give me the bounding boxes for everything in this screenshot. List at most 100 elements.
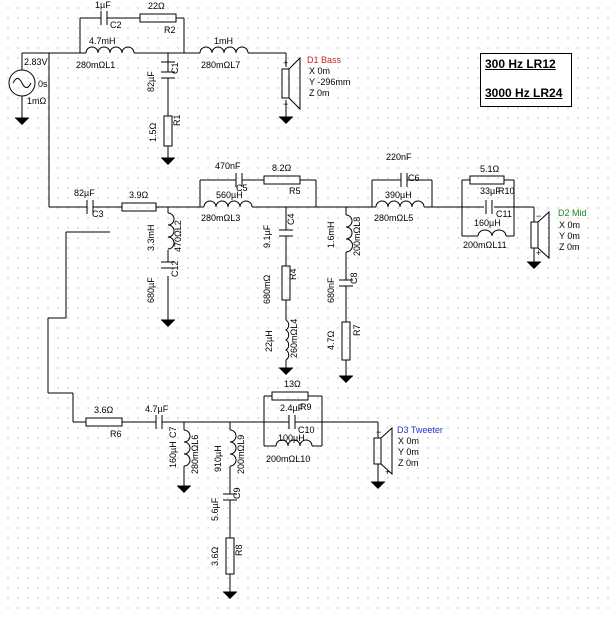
d1-x: X 0m	[309, 66, 330, 76]
resistor-r6[interactable]	[85, 417, 123, 427]
capacitor-c9[interactable]	[223, 484, 237, 501]
d2-z: Z 0m	[559, 242, 580, 252]
l7-name: 280mΩL7	[201, 60, 240, 70]
c2-name: C2	[110, 20, 122, 30]
ground-symbol	[223, 591, 237, 599]
ground-symbol	[371, 481, 385, 489]
capacitor-c7[interactable]	[152, 415, 166, 429]
title-box	[480, 53, 572, 107]
c6-value: 220nF	[386, 152, 412, 162]
l6-value: 160µH	[168, 441, 178, 468]
r2-name: R2	[164, 25, 176, 35]
l1-name: 280mΩL1	[76, 60, 115, 70]
l9-value: 910µH	[213, 445, 223, 472]
inductor-l8[interactable]	[345, 214, 353, 253]
l8-value: 1.6mH	[326, 221, 336, 248]
inductor-l10[interactable]	[275, 439, 313, 447]
c11-value: 33µF	[480, 186, 501, 196]
svg-text:+: +	[283, 58, 288, 68]
l4-value: 22µH	[264, 330, 274, 352]
resistor-r5[interactable]	[263, 175, 301, 185]
speaker-d2-mid[interactable]: − +	[530, 210, 550, 260]
capacitor-c3[interactable]	[82, 200, 98, 214]
capacitor-c10[interactable]	[286, 415, 298, 429]
r2-value: 22Ω	[148, 1, 165, 11]
inductor-l7[interactable]	[199, 46, 249, 54]
r9-name: R9	[300, 402, 312, 412]
capacitor-c12[interactable]	[161, 261, 175, 269]
svg-text:−: −	[536, 211, 541, 221]
wire-tweeter	[47, 231, 379, 592]
speaker-d1-bass[interactable]: + −	[281, 56, 301, 111]
d1-y: Y -296mm	[309, 77, 350, 87]
r4-value: 680mΩ	[262, 274, 272, 304]
r1-name: R1	[172, 114, 182, 126]
capacitor-c11[interactable]	[485, 200, 493, 214]
d3-z: Z 0m	[398, 458, 419, 468]
l6-name: 280mΩL6	[190, 435, 200, 474]
l3-value: 560µH	[216, 190, 243, 200]
c11-name: C11	[496, 209, 512, 219]
capacitor-c4[interactable]	[279, 224, 293, 237]
d1-z: Z 0m	[309, 88, 330, 98]
inductor-l3[interactable]	[203, 200, 253, 208]
l3-name: 280mΩL3	[201, 213, 240, 223]
resistor-r4[interactable]	[281, 265, 291, 301]
r5-name: R5	[289, 186, 301, 196]
r7-name: R7	[352, 324, 362, 336]
r4-name: R4	[288, 268, 298, 280]
wire-source	[21, 52, 82, 208]
capacitor-c6[interactable]	[397, 173, 411, 187]
inductor-l2[interactable]	[167, 212, 175, 250]
l9-name: 200mΩL9	[236, 435, 246, 474]
l1-value: 4.7mH	[89, 36, 116, 46]
wire-mid	[98, 179, 535, 376]
capacitor-c5[interactable]	[232, 173, 246, 187]
capacitor-c2[interactable]	[96, 11, 112, 25]
inductor-l1[interactable]	[85, 46, 135, 54]
source-voltage-label: 2.83V	[24, 57, 48, 67]
l10-name: 200mΩL10	[266, 454, 310, 464]
ground-symbol	[527, 261, 541, 269]
c5-value: 470nF	[215, 161, 241, 171]
r6-value: 3.6Ω	[94, 405, 114, 415]
inductor-l9[interactable]	[229, 429, 237, 467]
l5-name: 280mΩL5	[374, 213, 413, 223]
r8-name: R8	[234, 544, 244, 556]
capacitor-c1[interactable]	[161, 61, 175, 88]
r6-name: R6	[110, 429, 122, 439]
inductor-l6[interactable]	[183, 429, 191, 467]
resistor-r10[interactable]	[469, 175, 505, 185]
c6-name: C6	[408, 173, 420, 183]
d1-name: D1 Bass	[307, 55, 342, 65]
ground-symbol	[279, 367, 293, 375]
d3-x: X 0m	[398, 436, 419, 446]
l10-value: 100µH	[278, 433, 305, 443]
resistor-r1[interactable]	[163, 115, 173, 147]
svg-text:+: +	[385, 467, 390, 477]
r9-value: 13Ω	[284, 379, 301, 389]
l4-name: 260mΩL4	[289, 319, 299, 358]
c12-value: 680µF	[146, 277, 156, 303]
l8-name: 200mΩL8	[352, 217, 362, 256]
inductor-l4[interactable]	[285, 319, 290, 361]
c5-name: C5	[236, 183, 248, 193]
r11-value: 3.9Ω	[129, 190, 149, 200]
c7-name: C7	[168, 426, 178, 438]
resistor-r8[interactable]	[225, 537, 235, 575]
resistor-r7[interactable]	[341, 321, 351, 361]
ground-symbol	[161, 319, 175, 327]
l11-value: 160µH	[474, 218, 501, 228]
resistor-r11[interactable]	[121, 202, 157, 212]
inductor-l5[interactable]	[375, 200, 425, 208]
speaker-d3-tweeter[interactable]: − +	[373, 426, 393, 477]
resistor-r9[interactable]	[271, 391, 309, 401]
crossover-title-line-1: 300 Hz LR12	[485, 57, 556, 71]
inductor-l11[interactable]	[477, 229, 507, 237]
capacitor-c8[interactable]	[339, 279, 353, 293]
d3-y: Y 0m	[398, 447, 419, 457]
resistor-r2[interactable]	[139, 13, 177, 23]
c8-name: C8	[349, 272, 359, 284]
svg-text:−: −	[376, 427, 381, 437]
